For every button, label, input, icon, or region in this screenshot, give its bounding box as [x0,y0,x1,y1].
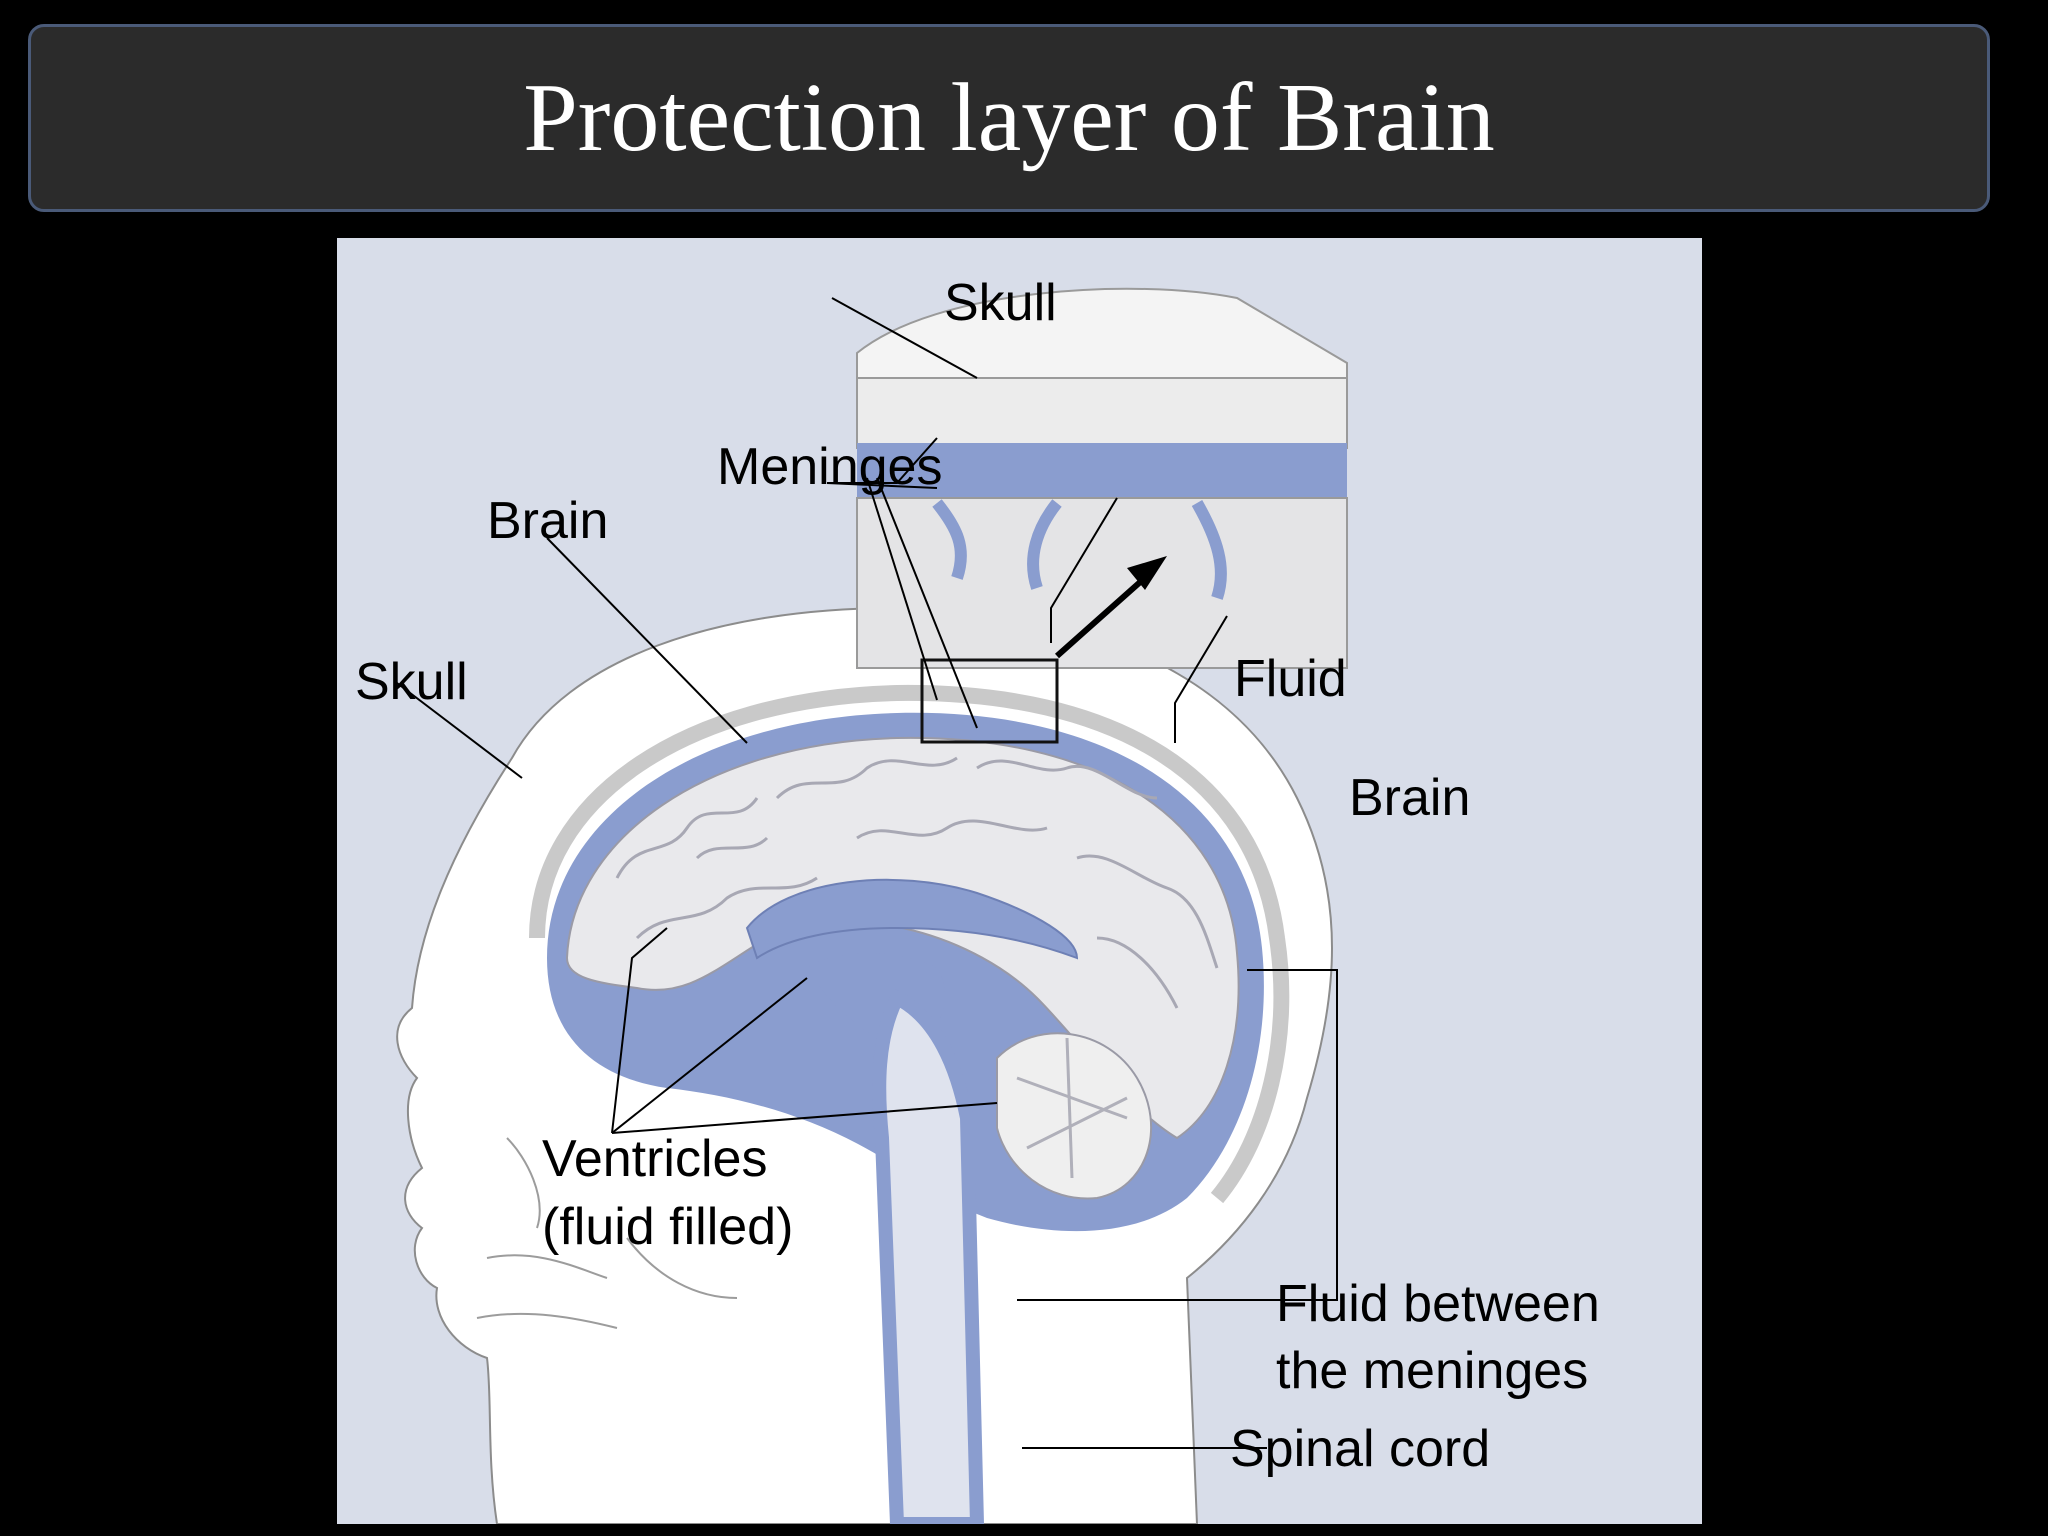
label-fluid-between-line1: Fluid between [1276,1275,1600,1333]
label-fluid-inset: Fluid [1234,650,1347,708]
label-skull-inset: Skull [944,274,1057,332]
label-brain-inset: Brain [1349,769,1470,827]
label-meninges: Meninges [717,438,942,496]
label-spinal-cord: Spinal cord [1230,1420,1490,1478]
label-ventricles-line2: (fluid filled) [542,1198,793,1256]
inset-skull-layer [856,377,1348,449]
inset-folds [932,499,1227,600]
label-brain-main: Brain [487,492,608,550]
gyri-pattern [615,756,1219,1009]
brain-diagram: Skull Brain Meninges Skull Fluid Brain V… [355,274,1600,1524]
title-bar: Protection layer of Brain [28,24,1990,212]
slide-title: Protection layer of Brain [523,64,1495,172]
zoom-box [920,658,1059,744]
inset-block [856,287,1348,669]
cerebrum [565,736,1240,1140]
diagram-panel: Skull Brain Meninges Skull Fluid Brain V… [337,238,1702,1524]
cerebellum-folia [1016,1037,1128,1179]
label-skull-main: Skull [355,653,468,711]
cerebellum [996,1032,1152,1200]
inset-top [856,287,1348,384]
label-fluid-between-line2: the meninges [1276,1342,1588,1400]
inset-meninges-layer [857,443,1347,503]
skull-band [529,684,1290,1204]
label-ventricles-line1: Ventricles [542,1130,767,1188]
lateral-ventricle [745,878,1079,960]
brainstem-spinal-cord [872,988,985,1524]
inset-brain-layer [856,497,1348,669]
zoom-arrowhead [1127,556,1167,590]
zoom-arrow [1055,573,1149,659]
face-details [476,1137,738,1329]
leader-lines [396,297,1338,1449]
